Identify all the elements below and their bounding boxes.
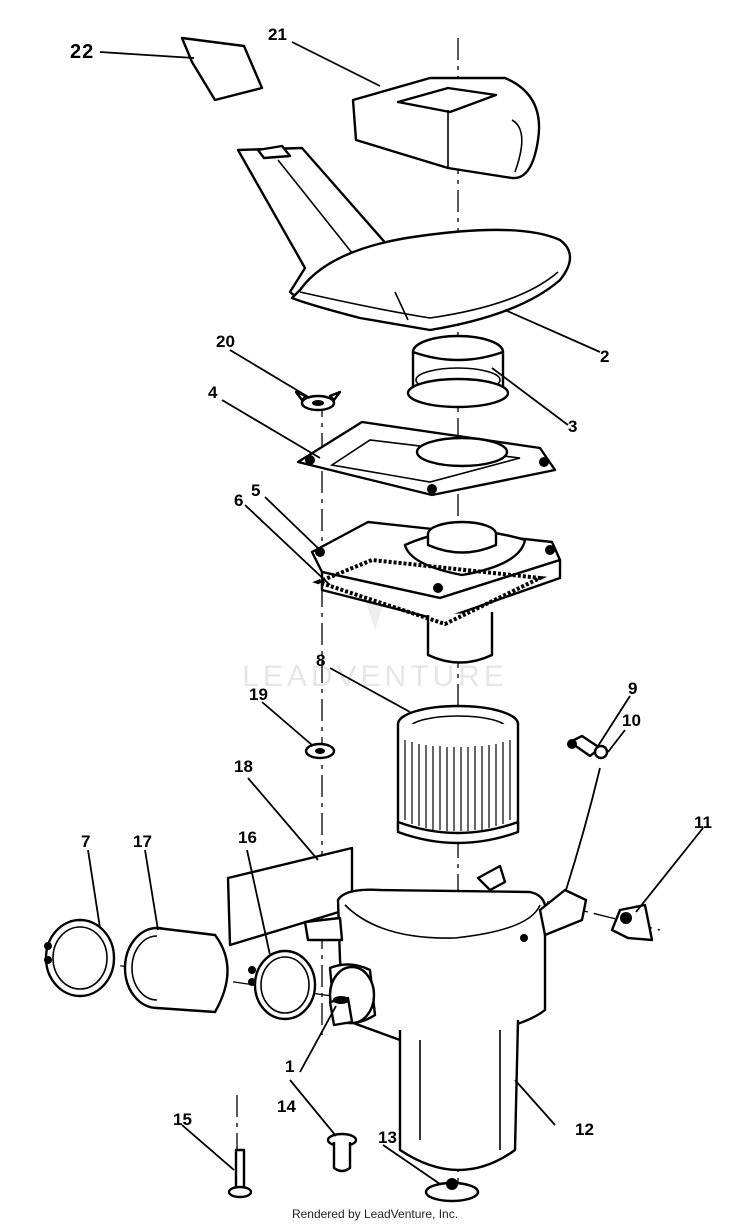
part-15-bolt bbox=[227, 1148, 253, 1199]
leader-lines bbox=[87, 41, 704, 1185]
part-21-cover bbox=[351, 76, 541, 180]
callout-14: 14 bbox=[277, 1097, 296, 1116]
part-2-housing bbox=[236, 144, 572, 332]
part-20-wing-nut bbox=[294, 390, 342, 412]
part-22-plate bbox=[180, 36, 264, 102]
callout-17: 17 bbox=[133, 832, 152, 851]
part-14-spacer bbox=[326, 1132, 358, 1173]
part-4-top-plate bbox=[296, 420, 557, 497]
part-10-washer bbox=[593, 744, 609, 760]
callout-8: 8 bbox=[316, 651, 325, 670]
callout-6: 6 bbox=[234, 491, 243, 510]
callout-2: 2 bbox=[600, 347, 609, 366]
watermark-text: LEADVENTURE bbox=[242, 660, 508, 693]
callout-4: 4 bbox=[208, 383, 218, 402]
part-7-clamp bbox=[44, 918, 116, 998]
part-11-clip bbox=[610, 903, 654, 942]
part-1-grommet bbox=[328, 996, 354, 1027]
part-17-hose bbox=[123, 926, 229, 1014]
part-5-filter-cover bbox=[310, 520, 562, 664]
footer-credit: Rendered by LeadVenture, Inc. bbox=[291, 1207, 459, 1221]
part-16-clamp bbox=[248, 949, 317, 1021]
part-13-valve bbox=[424, 1178, 480, 1203]
callout-22: 22 bbox=[70, 41, 94, 63]
callout-15: 15 bbox=[173, 1110, 192, 1129]
callout-21: 21 bbox=[268, 25, 287, 44]
callout-19: 19 bbox=[249, 685, 268, 704]
callout-10: 10 bbox=[622, 711, 641, 730]
callout-5: 5 bbox=[251, 481, 260, 500]
part-19-washer bbox=[304, 742, 336, 760]
callout-11: 11 bbox=[694, 813, 712, 832]
part-12-housing-body bbox=[303, 864, 588, 1172]
part-3-adapter bbox=[406, 334, 510, 409]
callout-13: 13 bbox=[378, 1128, 397, 1147]
callout-labels: 22 21 2 3 20 4 5 6 8 19 9 10 11 18 16 17… bbox=[70, 25, 712, 1147]
callout-3: 3 bbox=[568, 417, 577, 436]
callout-1: 1 bbox=[285, 1057, 294, 1076]
callout-12: 12 bbox=[575, 1120, 594, 1139]
part-6-gasket bbox=[312, 557, 548, 627]
callout-9: 9 bbox=[628, 679, 637, 698]
callout-7: 7 bbox=[81, 832, 90, 851]
part-8-filter-element bbox=[396, 704, 520, 845]
callout-20: 20 bbox=[216, 332, 235, 351]
callout-16: 16 bbox=[238, 828, 257, 847]
callout-18: 18 bbox=[234, 757, 253, 776]
